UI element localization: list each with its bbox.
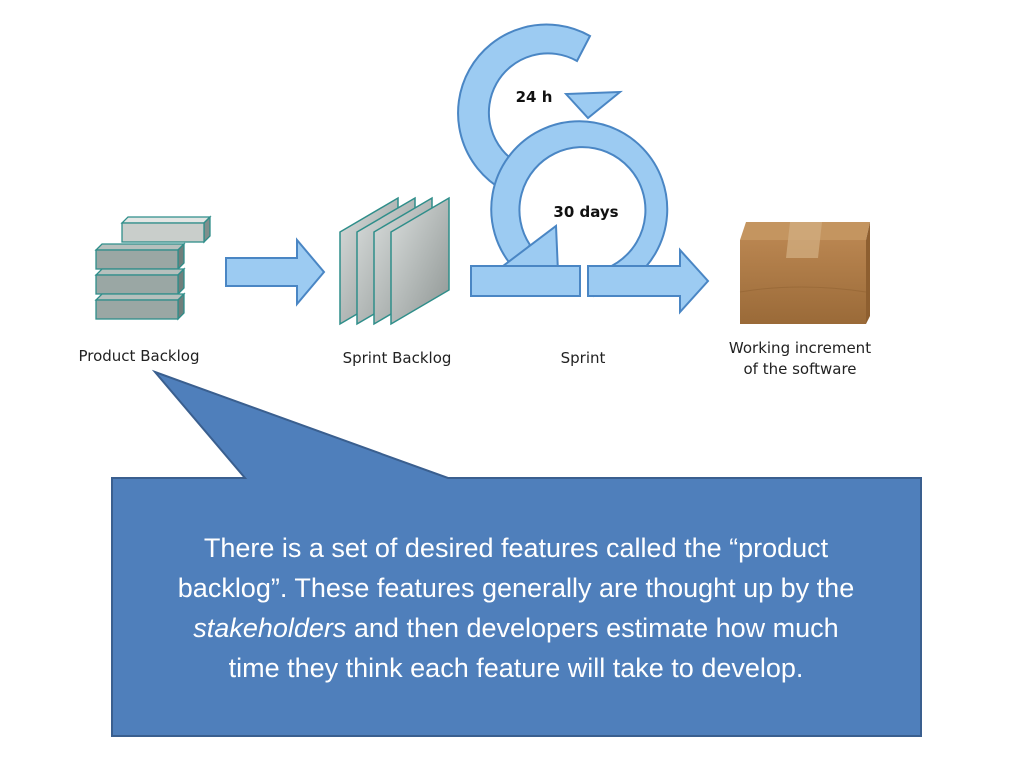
- stage-label-sprint: Sprint: [561, 349, 606, 367]
- callout-bubble: [111, 369, 922, 737]
- daily-loop-label: 24 h: [516, 88, 553, 106]
- callout-line-2: backlog”. These features generally are t…: [177, 573, 855, 603]
- callout-line-4: time they think each feature will take t…: [228, 653, 804, 683]
- stage-label-working-increment-line2: of the software: [743, 360, 856, 378]
- sprint-cycle-icon: 24 h 30 days: [457, 23, 710, 315]
- stage-label-working-increment-line1: Working increment: [729, 339, 871, 357]
- callout-line-3: stakeholders and then developers estimat…: [112, 608, 920, 648]
- cardboard-box-icon: [739, 222, 870, 324]
- stage-label-product-backlog: Product Backlog: [78, 347, 199, 365]
- callout-line-1: There is a set of desired features calle…: [203, 533, 829, 563]
- callout-emphasis-stakeholders: stakeholders: [193, 613, 347, 643]
- stage-label-sprint-backlog: Sprint Backlog: [343, 349, 452, 367]
- callout-text: There is a set of desired features calle…: [112, 528, 920, 688]
- stacked-bricks-icon: [94, 215, 212, 321]
- callout-line-3-rest: and then developers estimate how much: [346, 613, 839, 643]
- stacked-sheets-icon: [339, 196, 450, 326]
- sprint-loop-label: 30 days: [553, 203, 618, 221]
- flow-arrow-icon: [225, 237, 326, 307]
